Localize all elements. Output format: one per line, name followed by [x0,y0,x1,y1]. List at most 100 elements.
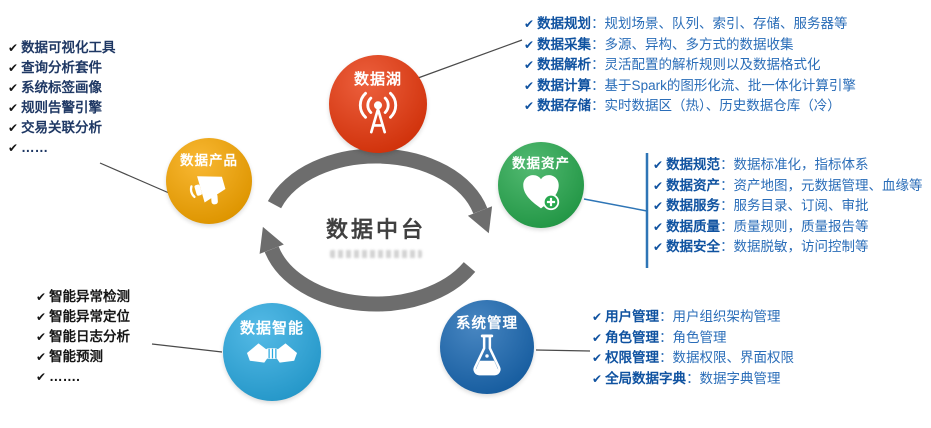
handshake-icon [246,338,298,370]
feature-item: ✔规则告警引擎 [8,98,116,118]
check-icon: ✔ [524,58,535,72]
megaphone-icon [184,164,235,212]
feature-item: ✔智能异常检测 [36,287,130,307]
feature-item: ✔智能日志分析 [36,327,130,347]
center-title: 数据中台 [325,217,426,242]
check-icon: ✔ [653,158,664,172]
feature-label: 数据资产 [666,177,721,193]
feature-desc: ：规划场景、队列、索引、存储、服务器等 [591,16,848,31]
feature-desc: ：数据权限、界面权限 [659,350,795,365]
check-icon: ✔ [8,41,19,55]
feature-label: 数据安全 [666,239,721,254]
check-icon: ✔ [592,371,603,386]
check-icon: ✔ [592,310,603,324]
feature-item: ✔数据存储：实时数据区（热）、历史数据仓库（冷） [524,96,856,117]
feature-item: ✔智能异常定位 [36,307,130,327]
feature-item: ✔数据可视化工具 [8,38,116,58]
feature-label: 角色管理 [605,329,660,345]
node-data-lake: 数据湖 [329,55,427,153]
feature-item: ✔数据解析：灵活配置的解析规则以及数据格式化 [524,55,856,76]
feature-item: ✔数据规范：数据标准化，指标体系 [653,155,923,176]
feature-desc: ：多源、异构、多方式的数据收集 [591,36,794,52]
check-icon: ✔ [653,178,664,193]
check-icon: ✔ [653,219,664,234]
feature-item: ✔角色管理：角色管理 [592,328,794,349]
feature-text: 智能异常检测 [49,289,131,304]
check-icon: ✔ [653,199,664,213]
node-data-product: 数据产品 [166,138,252,224]
connector-lake-list [417,39,523,79]
check-icon: ✔ [8,121,19,135]
check-icon: ✔ [592,330,603,345]
check-icon: ✔ [8,141,19,155]
check-icon: ✔ [8,81,19,95]
check-icon: ✔ [524,78,535,93]
system-feature-list: ✔用户管理：用户组织架构管理✔角色管理：角色管理✔权限管理：数据权限、界面权限✔… [592,307,794,389]
broadcast-tower-icon [355,89,401,135]
check-icon: ✔ [8,61,19,75]
feature-desc: ：服务目录、订阅、审批 [720,198,869,213]
check-icon: ✔ [36,350,47,364]
feature-item: ✔数据服务：服务目录、订阅、审批 [653,196,923,217]
feature-desc: ：灵活配置的解析规则以及数据格式化 [591,57,821,72]
feature-item: ✔查询分析套件 [8,58,116,78]
node-system-management: 系统管理 [440,300,534,394]
check-icon: ✔ [36,310,47,324]
feature-item: ✔用户管理：用户组织架构管理 [592,307,794,328]
feature-item: ✔系统标签画像 [8,78,116,98]
feature-item: ✔数据安全：数据脱敏，访问控制等 [653,237,923,258]
feature-item: ✔权限管理：数据权限、界面权限 [592,348,794,369]
feature-label: 数据存储 [537,98,592,113]
lake-feature-list: ✔数据规划：规划场景、队列、索引、存储、服务器等✔数据采集：多源、异构、多方式的… [524,14,856,117]
feature-text: 智能日志分析 [49,329,131,344]
watermark [330,250,422,258]
feature-desc: ：用户组织架构管理 [659,309,781,324]
node-data-intelligence: 数据智能 [223,303,321,401]
feature-label: 数据解析 [537,57,592,72]
feature-text: 交易关联分析 [21,120,103,135]
check-icon: ✔ [36,370,47,384]
feature-text: 智能预测 [49,349,104,364]
feature-item: ✔智能预测 [36,347,130,367]
feature-desc: ：数据脱敏，访问控制等 [720,239,869,254]
connector-intelligence-list [151,343,223,353]
feature-label: 数据质量 [666,218,721,234]
feature-label: 用户管理 [605,309,660,324]
feature-label: 权限管理 [605,350,660,365]
feature-item: ✔数据资产：资产地图，元数据管理、血缘等 [653,176,923,197]
feature-text: 数据可视化工具 [21,40,116,55]
check-icon: ✔ [36,290,47,304]
check-icon: ✔ [36,330,47,344]
cycle-arc-top [267,148,488,214]
check-icon: ✔ [524,37,535,52]
feature-desc: ：基于Spark的图形化流、批一体化计算引擎 [591,77,856,93]
feature-text: …… [21,140,49,155]
asset-feature-list: ✔数据规范：数据标准化，指标体系✔数据资产：资产地图，元数据管理、血缘等✔数据服… [653,155,923,258]
feature-text: 规则告警引擎 [21,100,103,115]
heart-plus-icon [520,172,562,212]
feature-desc: ：资产地图，元数据管理、血缘等 [720,177,923,193]
product-feature-list: ✔数据可视化工具✔查询分析套件✔系统标签画像✔规则告警引擎✔交易关联分析✔…… [8,38,116,158]
connector-system-list [535,349,591,352]
feature-label: 数据规范 [666,157,721,172]
feature-item: ✔数据采集：多源、异构、多方式的数据收集 [524,35,856,56]
node-system-management-label: 系统管理 [456,316,518,332]
check-icon: ✔ [8,101,19,115]
connector-asset-list [583,198,648,212]
feature-label: 全局数据字典 [605,370,687,386]
feature-item: ✔全局数据字典：数据字典管理 [592,369,794,390]
feature-desc: ：实时数据区（热）、历史数据仓库（冷） [591,98,841,113]
cycle-arrowhead-right [467,206,493,234]
feature-label: 数据规划 [537,16,592,31]
cycle-arrowhead-left [259,226,284,254]
node-data-asset-label: 数据资产 [512,156,570,171]
node-data-lake-label: 数据湖 [353,71,402,88]
feature-label: 数据采集 [537,36,592,52]
feature-label: 数据服务 [666,198,721,213]
intelligence-feature-list: ✔智能异常检测✔智能异常定位✔智能日志分析✔智能预测✔……. [36,287,130,387]
feature-item: ✔数据规划：规划场景、队列、索引、存储、服务器等 [524,14,856,35]
flask-icon [466,333,508,377]
check-icon: ✔ [653,240,664,254]
feature-item: ✔交易关联分析 [8,118,116,138]
check-icon: ✔ [524,17,535,31]
